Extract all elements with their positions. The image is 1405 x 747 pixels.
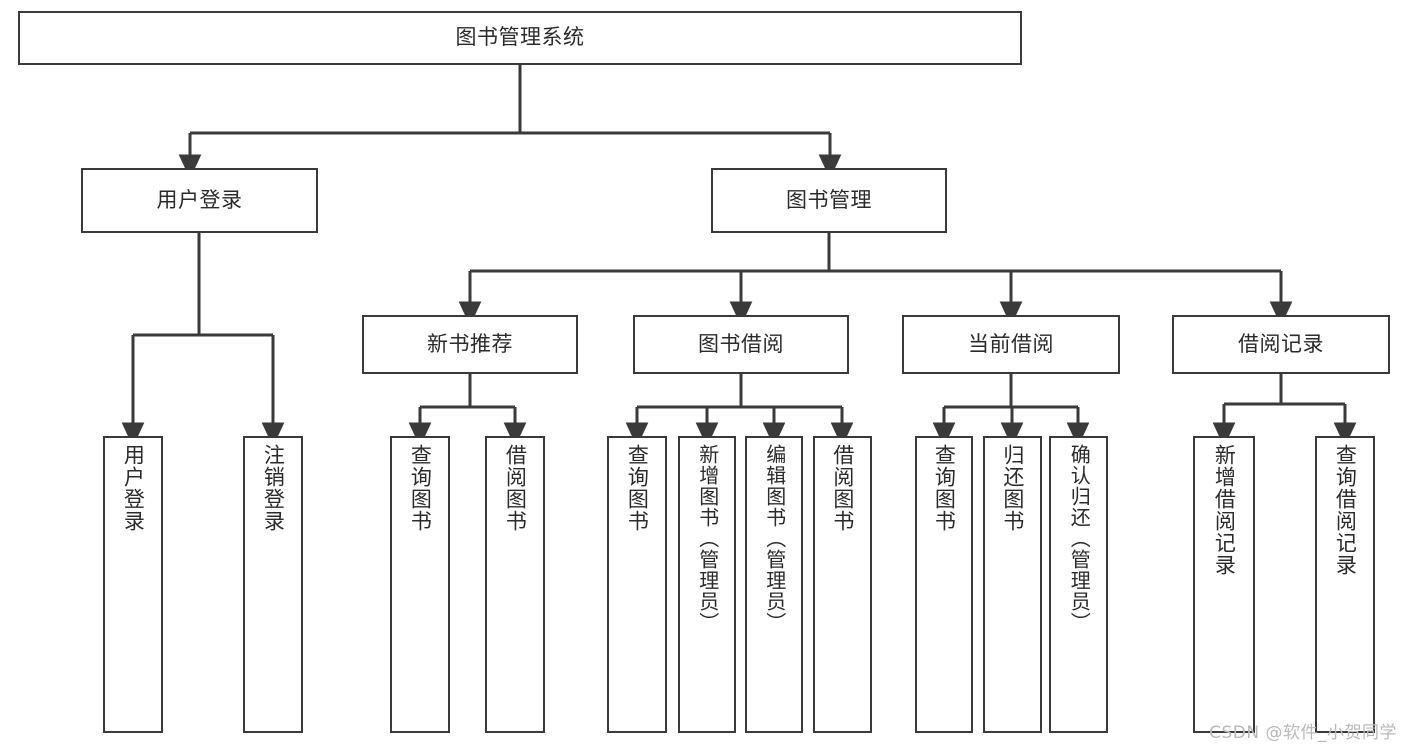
node-leaf-query-borrow-record-label: 查询借阅记录 <box>1333 444 1358 576</box>
node-borrow-records[interactable]: 借阅记录 <box>1172 315 1390 374</box>
node-leaf-query-book-recommend-label: 查询图书 <box>408 444 433 532</box>
node-leaf-query-book-borrow[interactable]: 查询图书 <box>607 436 667 733</box>
node-book-borrow-label: 图书借阅 <box>698 331 784 356</box>
node-leaf-borrow-book[interactable]: 借阅图书 <box>813 436 872 733</box>
node-leaf-add-borrow-record-label: 新增借阅记录 <box>1212 444 1237 576</box>
node-user-login[interactable]: 用户登录 <box>81 168 318 233</box>
node-leaf-edit-book[interactable]: 编辑图书（管理员） <box>745 436 803 733</box>
node-leaf-logout-label: 注销登录 <box>261 444 286 532</box>
node-leaf-confirm-return[interactable]: 确认归还（管理员） <box>1049 436 1108 733</box>
node-leaf-borrow-book-recommend[interactable]: 借阅图书 <box>485 436 545 733</box>
node-current-borrow[interactable]: 当前借阅 <box>902 315 1120 374</box>
node-current-borrow-label: 当前借阅 <box>968 331 1054 356</box>
node-leaf-confirm-return-label: 确认归还（管理员） <box>1067 444 1092 633</box>
node-leaf-query-book-recommend[interactable]: 查询图书 <box>390 436 450 733</box>
node-leaf-borrow-book-label: 借阅图书 <box>830 444 855 532</box>
node-leaf-query-book-borrow-label: 查询图书 <box>625 444 650 532</box>
node-leaf-logout[interactable]: 注销登录 <box>243 436 303 733</box>
node-book-management-label: 图书管理 <box>786 187 872 212</box>
node-book-management[interactable]: 图书管理 <box>711 168 947 233</box>
csdn-watermark: CSDN @软件_小贺同学 <box>1209 723 1397 743</box>
node-leaf-user-login-label: 用户登录 <box>121 444 146 532</box>
node-root[interactable]: 图书管理系统 <box>18 11 1022 65</box>
node-leaf-return-book[interactable]: 归还图书 <box>983 436 1042 733</box>
node-leaf-query-book-current-label: 查询图书 <box>932 444 957 532</box>
node-leaf-borrow-book-recommend-label: 借阅图书 <box>503 444 528 532</box>
node-book-borrow[interactable]: 图书借阅 <box>633 315 849 374</box>
node-leaf-add-borrow-record[interactable]: 新增借阅记录 <box>1193 436 1255 733</box>
node-leaf-add-book-label: 新增图书（管理员） <box>695 444 720 633</box>
node-new-book-recommend[interactable]: 新书推荐 <box>362 315 578 374</box>
node-root-label: 图书管理系统 <box>455 25 585 50</box>
node-leaf-query-book-current[interactable]: 查询图书 <box>915 436 973 733</box>
node-leaf-query-borrow-record[interactable]: 查询借阅记录 <box>1315 436 1375 733</box>
node-leaf-add-book[interactable]: 新增图书（管理员） <box>678 436 736 733</box>
node-user-login-label: 用户登录 <box>156 187 243 212</box>
node-leaf-user-login[interactable]: 用户登录 <box>103 436 163 733</box>
node-borrow-records-label: 借阅记录 <box>1238 331 1324 356</box>
node-new-book-recommend-label: 新书推荐 <box>427 331 513 356</box>
node-leaf-edit-book-label: 编辑图书（管理员） <box>762 444 787 633</box>
node-leaf-return-book-label: 归还图书 <box>1000 444 1025 532</box>
